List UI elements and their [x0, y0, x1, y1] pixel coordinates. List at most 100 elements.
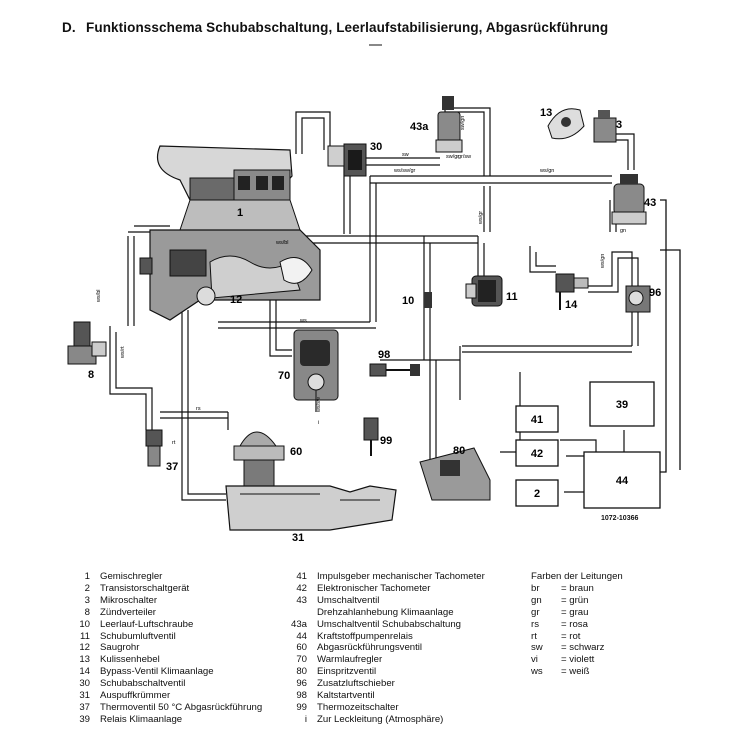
page-title: D. Funktionsschema Schubabschaltung, Leer…	[62, 20, 608, 35]
legend-item: 31 Auspuffkrümmer	[62, 690, 262, 702]
wire-label: ws/sw/gr	[393, 168, 416, 174]
legend-item: 60 Abgasrückführungsventil	[279, 642, 485, 654]
legend-item: 14 Bypass-Ventil Klimaanlage	[62, 666, 262, 678]
label-43a: 43a	[410, 121, 429, 133]
wire-label: ws/gr	[478, 211, 484, 225]
legend-number: 2	[84, 582, 90, 594]
atmosphere-mark: i	[318, 420, 319, 426]
legend-number: 11	[80, 630, 90, 642]
box-2-label: 2	[534, 488, 540, 500]
legend-number: 43	[296, 594, 307, 606]
box-39-label: 39	[616, 399, 628, 411]
color-item: rs= rosa	[531, 619, 623, 631]
color-meaning: = grün	[561, 594, 589, 606]
legend-text: Kraftstoffpumpenrelais	[317, 630, 413, 642]
legend-number: 14	[79, 666, 90, 678]
legend-text: Zur Leckleitung (Atmosphäre)	[317, 713, 444, 725]
link-lever-microswitch	[547, 108, 617, 143]
egr-valve	[233, 431, 285, 487]
legend-text: Auspuffkrümmer	[100, 690, 171, 702]
color-code: gn	[531, 594, 542, 606]
legend-text: Relais Klimaanlage	[100, 713, 183, 725]
thermo-valve	[145, 429, 163, 467]
fuel-cutoff-valve	[327, 143, 367, 177]
warmup-regulator	[293, 329, 339, 412]
legend-number	[279, 607, 317, 619]
label-1: 1	[237, 207, 243, 219]
section-letter: D.	[62, 20, 76, 35]
color-code: rs	[531, 618, 539, 630]
color-meaning: = rot	[561, 630, 581, 642]
color-item: ws= weiß	[531, 666, 623, 678]
label-11: 11	[506, 291, 518, 303]
control-boxes	[515, 381, 661, 509]
legend-item: 2 Transistorschaltgerät	[62, 583, 262, 595]
label-13: 13	[540, 107, 552, 119]
legend-number: 70	[296, 654, 307, 666]
color-code: br	[531, 582, 540, 594]
wire-label: sw/gr	[446, 154, 459, 160]
label-37: 37	[166, 461, 178, 473]
box-44-label: 44	[616, 475, 629, 487]
legend-number: 8	[84, 606, 90, 618]
thermo-time-switch	[363, 417, 379, 456]
legend-text: Leerlauf-Luftschraube	[100, 618, 194, 630]
color-item: rt = rot	[531, 631, 623, 643]
exhaust-manifold	[225, 485, 397, 531]
label-31: 31	[292, 532, 304, 544]
legend-number: 80	[296, 666, 307, 678]
wire-label: sw	[402, 152, 409, 158]
legend-text: Drehzahlanhebung Klimaanlage	[317, 606, 454, 618]
legend-text: Transistorschaltgerät	[100, 582, 190, 594]
intake-manifold	[139, 229, 321, 321]
label-98: 98	[378, 349, 390, 361]
box-39	[589, 381, 655, 427]
ignition-distributor	[67, 321, 107, 365]
wire-label: ws/bl	[275, 240, 289, 246]
legend-text: Gemischregler	[100, 571, 163, 582]
legend-number: 44	[296, 630, 307, 642]
legend-text: Umschaltventil Schubabschaltung	[317, 618, 461, 630]
legend-text: Abgasrückführungsventil	[317, 642, 423, 654]
color-code: vi	[531, 654, 538, 666]
cold-start-valve	[369, 363, 420, 377]
overrun-air-valve	[465, 275, 503, 307]
legend-number: 41	[296, 571, 307, 582]
box-44	[583, 451, 661, 509]
legend-text: Zündverteiler	[100, 606, 156, 618]
legend-item: 44 Kraftstoffpumpenrelais	[279, 631, 485, 643]
wire-label: ws/gn	[600, 254, 606, 269]
color-code: rt	[531, 630, 537, 642]
legend-number: 31	[79, 690, 90, 702]
color-item: sw= schwarz	[531, 642, 623, 654]
title-text: Funktionsschema Schubabschaltung, Leerla…	[86, 20, 609, 35]
wire-label: gn	[620, 228, 626, 234]
legend-number: 96	[296, 678, 307, 690]
bypass-valve	[555, 273, 589, 310]
legend-number: 37	[79, 701, 90, 713]
legend-number: 60	[296, 642, 307, 654]
idle-air-screw	[424, 292, 432, 308]
colors-heading: Farben der Leitungen	[531, 571, 623, 582]
label-60: 60	[290, 446, 302, 458]
changeover-valve-43	[611, 174, 647, 225]
wire-label: gr/sw	[458, 154, 471, 160]
legend-number: 10	[79, 618, 90, 630]
injection-valve	[419, 447, 491, 501]
wire-label: ws/rt	[120, 346, 126, 359]
legend-number: 13	[79, 654, 90, 666]
legend-text: Bypass-Ventil Klimaanlage	[100, 666, 214, 678]
color-item: vi= violett	[531, 654, 623, 666]
wire-label: ws/bl	[96, 289, 102, 303]
